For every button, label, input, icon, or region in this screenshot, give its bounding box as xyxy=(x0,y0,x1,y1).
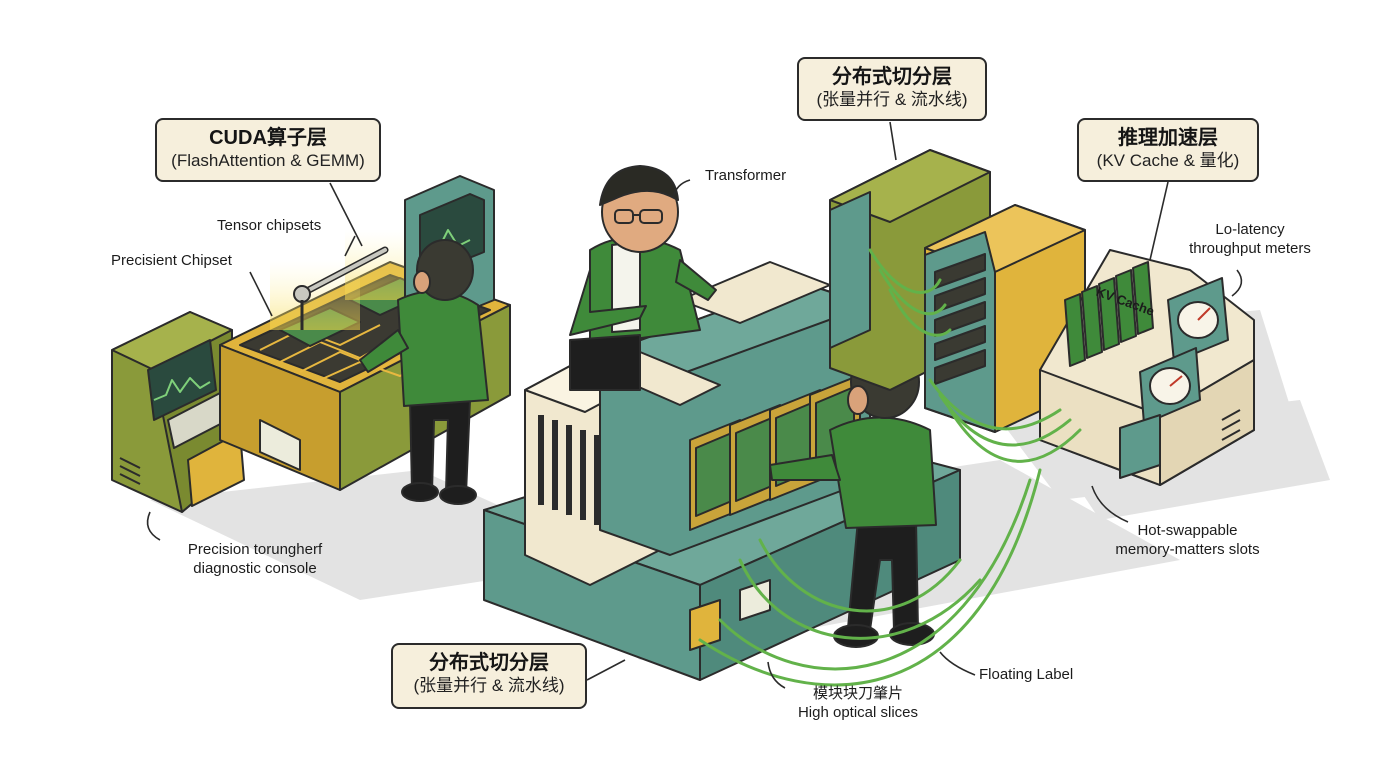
label-line: 模块块刀肇片 xyxy=(812,685,903,702)
label-transformer: Transformer xyxy=(705,167,787,184)
label-tensor-chipsets: Tensor chipsets xyxy=(217,217,322,234)
callout-subtitle: (张量并行 & 流水线) xyxy=(413,676,565,695)
callout-title: 推理加速层 xyxy=(1118,127,1218,149)
callout-cuda-layer: CUDA算子层 (FlashAttention & GEMM) xyxy=(155,118,381,182)
label-floating: Floating Label xyxy=(979,666,1074,683)
label-line: Hot-swappable xyxy=(1137,522,1238,539)
drive-bays xyxy=(934,253,986,385)
label-line: Lo-latency xyxy=(1215,221,1285,238)
callout-distributed-top: 分布式切分层 (张量并行 & 流水线) xyxy=(797,57,987,121)
callout-subtitle: (FlashAttention & GEMM) xyxy=(171,151,365,170)
label-line: Precision torungherf xyxy=(187,541,323,558)
callout-title: 分布式切分层 xyxy=(429,652,549,674)
callout-title: CUDA算子层 xyxy=(209,127,327,149)
memory-modules xyxy=(1064,261,1154,367)
label-line: diagnostic console xyxy=(193,560,317,577)
console-vent-icon xyxy=(119,457,141,485)
label-line: High optical slices xyxy=(797,704,919,721)
label-module-slices: 模块块刀肇片 High optical slices xyxy=(780,684,936,722)
label-hot-swappable: Hot-swappable memory-matters slots xyxy=(1095,521,1280,559)
glasses-icon xyxy=(614,209,663,224)
callout-subtitle: (张量并行 & 流水线) xyxy=(816,90,968,109)
kv-vent-icon xyxy=(1221,409,1241,441)
data-cables xyxy=(698,248,1082,687)
callout-subtitle: (KV Cache & 量化) xyxy=(1096,151,1240,170)
label-precision-console: Precision torungherf diagnostic console xyxy=(155,540,355,578)
callout-title: 分布式切分层 xyxy=(832,66,952,88)
diagnostic-console xyxy=(111,311,245,513)
callout-inference-layer: 推理加速层 (KV Cache & 量化) xyxy=(1077,118,1259,182)
label-lo-latency: Lo-latency throughput meters xyxy=(1170,220,1330,258)
engineer-center xyxy=(569,165,717,391)
label-line: memory-matters slots xyxy=(1115,541,1260,558)
wrench-icon xyxy=(293,246,389,330)
engineer-left xyxy=(359,239,489,505)
leader-lines xyxy=(146,121,1243,689)
label-line: throughput meters xyxy=(1189,240,1311,257)
throughput-meter-icon xyxy=(1139,277,1229,425)
rack-vents xyxy=(538,415,600,525)
kv-cache-station xyxy=(1039,249,1255,486)
label-precisient-chipset: Precisient Chipset xyxy=(111,252,232,269)
callout-distributed-bottom: 分布式切分层 (张量并行 & 流水线) xyxy=(391,643,587,709)
